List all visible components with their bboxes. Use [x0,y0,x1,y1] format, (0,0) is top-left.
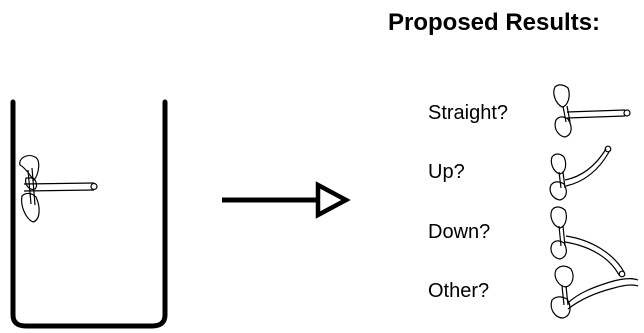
diagram-title: Proposed Results: [388,9,601,36]
seedling-up-icon [549,145,612,201]
seedling-other-icon [550,265,639,319]
seedling-in-container [19,154,98,223]
option-label-straight: Straight? [428,102,509,124]
transition-arrow [222,181,351,219]
container-outline [10,99,168,329]
option-label-up: Up? [428,161,465,183]
option-label-down: Down? [428,221,491,243]
option-label-other: Other? [428,280,490,302]
seedling-down-icon [550,206,626,278]
seedling-straight-icon [553,84,631,138]
